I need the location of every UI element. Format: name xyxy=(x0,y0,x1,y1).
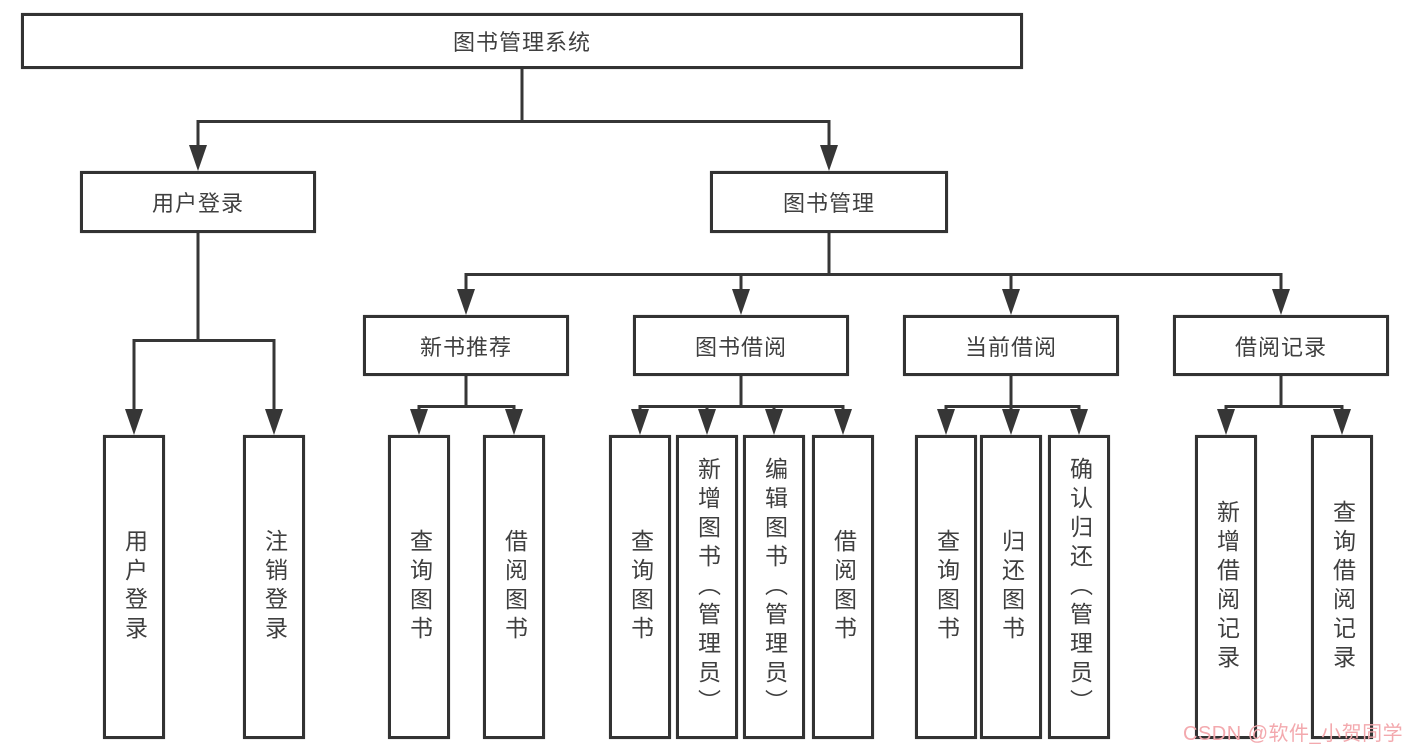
root-node-label: 图书管理系统 xyxy=(452,30,591,55)
leaf-user-login: 用户登录 xyxy=(103,435,165,739)
node-book-management-label: 图书管理 xyxy=(782,191,875,216)
node-borrow-records: 借阅记录 xyxy=(1173,315,1389,376)
leaf-confirm-return-admin-label: 确认归还（管理员） xyxy=(1066,456,1093,718)
leaf-borrow-books-label: 借阅图书 xyxy=(830,529,857,645)
leaf-user-login-label: 用户登录 xyxy=(121,529,148,645)
leaf-edit-books-admin-label: 编辑图书（管理员） xyxy=(761,456,788,718)
node-borrow-records-label: 借阅记录 xyxy=(1234,334,1327,360)
node-book-borrow-label: 图书借阅 xyxy=(694,334,787,360)
leaf-add-borrow-record-label: 新增借阅记录 xyxy=(1213,500,1240,674)
node-new-book-recommend-label: 新书推荐 xyxy=(419,334,512,360)
leaf-query-books-borrow-label: 查询图书 xyxy=(627,529,654,645)
leaf-logout: 注销登录 xyxy=(243,435,305,739)
leaf-borrow-books-recommend: 借阅图书 xyxy=(483,435,545,739)
leaf-query-borrow-record: 查询借阅记录 xyxy=(1311,435,1373,739)
node-user-login-label: 用户登录 xyxy=(151,191,244,216)
leaf-query-books-recommend: 查询图书 xyxy=(388,435,450,739)
node-user-login: 用户登录 xyxy=(80,171,316,233)
leaf-add-books-admin-label: 新增图书（管理员） xyxy=(694,456,721,718)
leaf-confirm-return-admin: 确认归还（管理员） xyxy=(1048,435,1110,739)
leaf-query-borrow-record-label: 查询借阅记录 xyxy=(1329,500,1356,674)
node-current-borrow-label: 当前借阅 xyxy=(964,334,1057,360)
leaf-borrow-books-recommend-label: 借阅图书 xyxy=(501,529,528,645)
leaf-query-books-current-label: 查询图书 xyxy=(933,529,960,645)
leaf-add-books-admin: 新增图书（管理员） xyxy=(676,435,738,739)
leaf-add-borrow-record: 新增借阅记录 xyxy=(1195,435,1257,739)
leaf-query-books-current: 查询图书 xyxy=(915,435,977,739)
leaf-return-books-label: 归还图书 xyxy=(998,529,1025,645)
node-current-borrow: 当前借阅 xyxy=(903,315,1119,376)
leaf-return-books: 归还图书 xyxy=(980,435,1042,739)
leaf-query-books-recommend-label: 查询图书 xyxy=(406,529,433,645)
root-node-library-system: 图书管理系统 xyxy=(21,13,1023,69)
leaf-logout-label: 注销登录 xyxy=(261,529,288,645)
leaf-borrow-books: 借阅图书 xyxy=(812,435,874,739)
node-book-borrow: 图书借阅 xyxy=(633,315,849,376)
node-new-book-recommend: 新书推荐 xyxy=(363,315,569,376)
csdn-watermark: CSDN @软件_小贺同学 xyxy=(1183,723,1404,745)
leaf-edit-books-admin: 编辑图书（管理员） xyxy=(743,435,805,739)
node-book-management: 图书管理 xyxy=(710,171,948,233)
leaf-query-books-borrow: 查询图书 xyxy=(609,435,671,739)
